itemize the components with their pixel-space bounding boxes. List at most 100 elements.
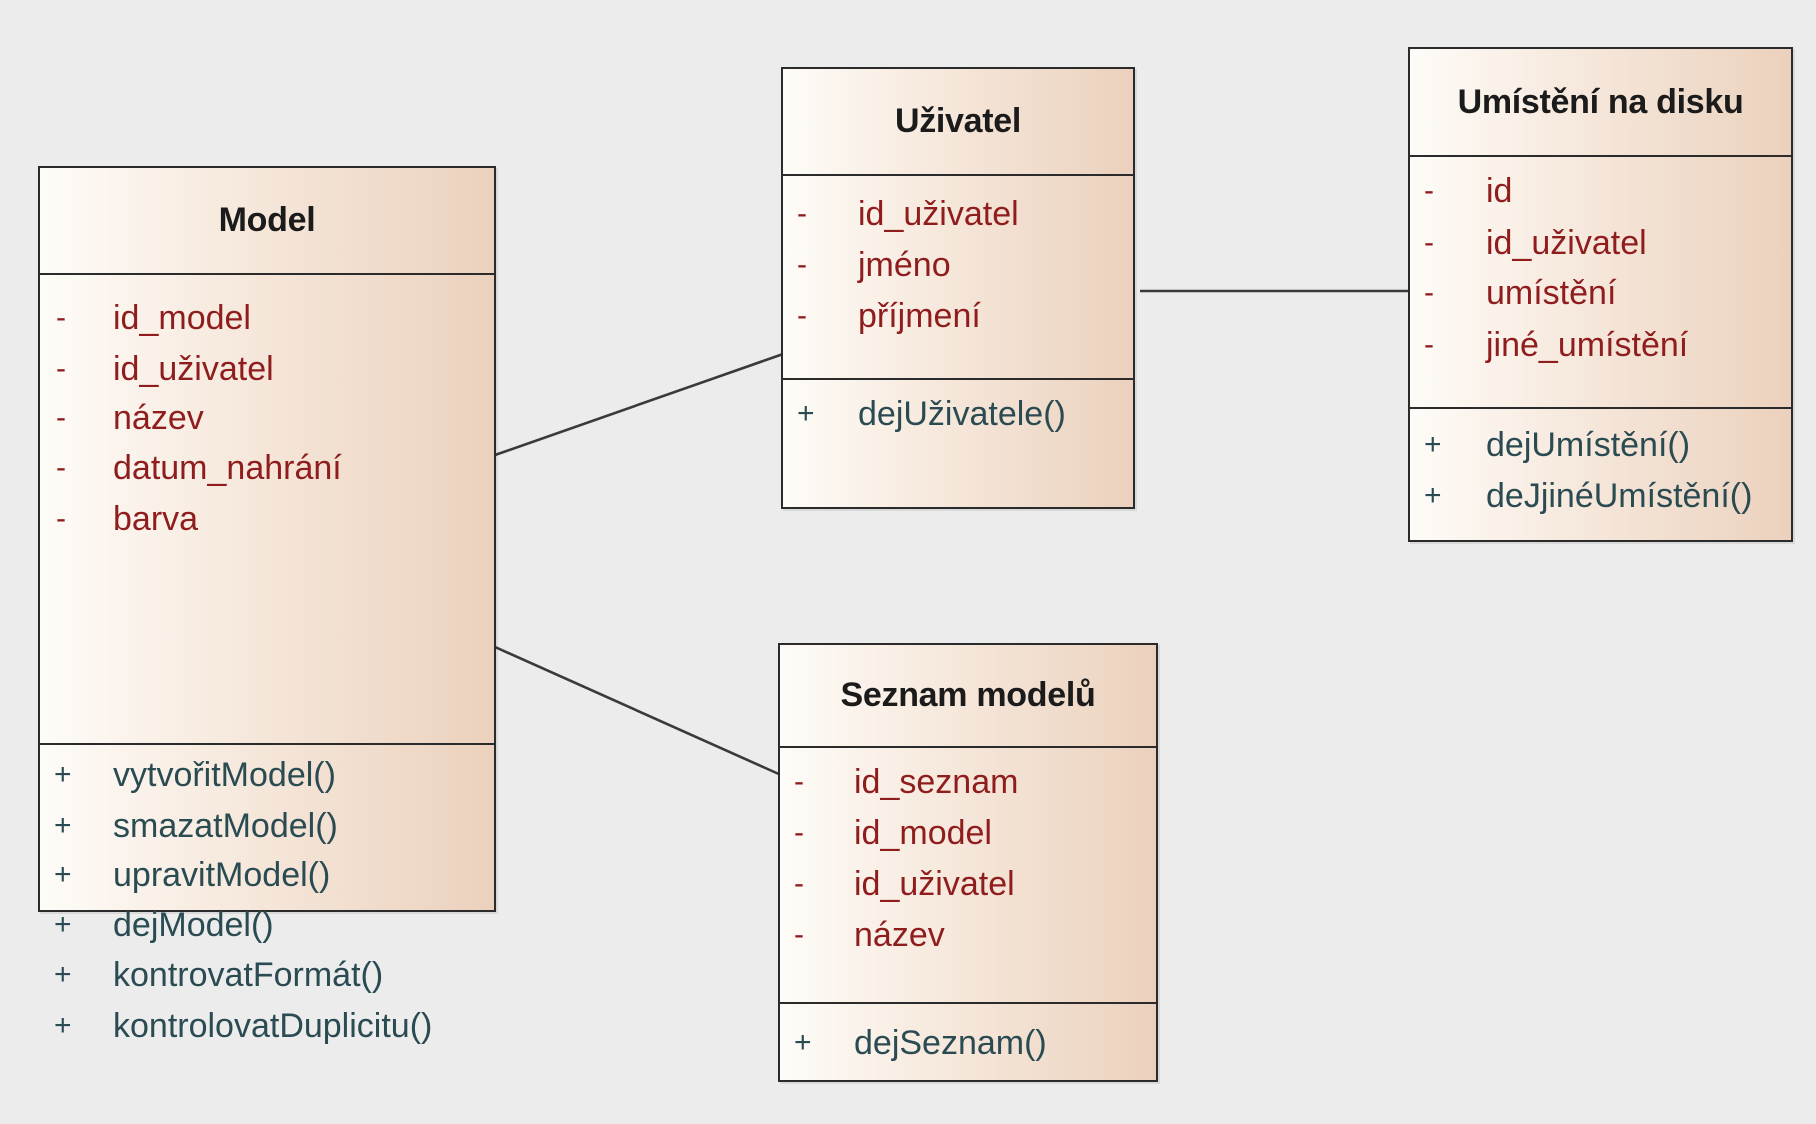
class-umisteni-na-disku[interactable]: Umístění na disku - id - id_uživatel - u… [1408,47,1793,542]
attribute-umisteni: - umístění [1410,269,1791,317]
visibility-private: - [797,248,807,281]
attribute-name: id_seznam [854,763,1019,801]
operation-name: dejModel() [113,906,274,944]
attribute-name: datum_nahrání [113,449,342,487]
operation-upravit-model: + upravitModel() [40,851,494,899]
visibility-public: + [1424,479,1442,512]
visibility-private: - [794,867,804,900]
visibility-public: + [794,1026,812,1059]
class-uzivatel[interactable]: Uživatel - id_uživatel - jméno - příjmen… [781,67,1135,509]
attribute-name: id_uživatel [854,865,1015,903]
attribute-nazev: - název [780,911,1156,959]
visibility-public: + [54,858,72,891]
association-model-seznam [494,645,782,777]
attribute-name: jméno [858,246,951,284]
attribute-nazev: - název [40,394,494,442]
visibility-private: - [1424,226,1434,259]
class-umisteni-header: Umístění na disku [1410,49,1791,157]
attribute-name: id_uživatel [113,350,274,388]
visibility-private: - [794,816,804,849]
operation-vytvorit-model: + vytvořitModel() [40,751,494,799]
visibility-public: + [54,758,72,791]
attribute-id: - id [1410,167,1791,215]
class-umisteni-operations: + dejUmístění() + deJjinéUmístění() [1410,409,1791,540]
visibility-private: - [56,352,66,385]
visibility-private: - [56,401,66,434]
class-umisteni-title: Umístění na disku [1457,82,1744,121]
attribute-id-uzivatel: - id_uživatel [1410,219,1791,267]
attribute-id-uzivatel: - id_uživatel [780,860,1156,908]
class-uzivatel-operations: + dejUživatele() [783,380,1133,507]
visibility-private: - [56,301,66,334]
attribute-barva: - barva [40,495,494,543]
class-uzivatel-title: Uživatel [894,102,1022,140]
association-model-uzivatel [494,351,787,457]
attribute-id-seznam: - id_seznam [780,758,1156,806]
visibility-private: - [1424,276,1434,309]
attribute-name: umístění [1486,274,1617,312]
operation-kontrovat-format: + kontrovatFormát() [40,951,494,999]
visibility-private: - [797,197,807,230]
attribute-jine-umisteni: - jiné_umístění [1410,321,1791,369]
attribute-name: id_uživatel [858,195,1019,233]
attribute-id-uzivatel: - id_uživatel [783,190,1133,238]
operation-name: upravitModel() [113,856,331,894]
visibility-private: - [794,765,804,798]
attribute-name: název [854,916,945,954]
class-seznam-header: Seznam modelů [780,645,1156,748]
visibility-private: - [794,918,804,951]
attribute-name: název [113,399,204,437]
class-model[interactable]: Model - id_model - id_uživatel - název -… [38,166,496,1045]
class-model-header: Model [40,168,494,275]
attribute-name: id_uživatel [1486,224,1647,262]
attribute-name: id [1486,172,1513,210]
operation-dej-uzivatele: + dejUživatele() [783,390,1133,438]
class-seznam-attributes: - id_seznam - id_model - id_uživatel - n… [780,748,1156,1004]
attribute-name: barva [113,500,199,538]
visibility-private: - [56,451,66,484]
operation-name: smazatModel() [113,807,338,845]
attribute-name: id_model [113,299,251,337]
visibility-public: + [54,809,72,842]
operation-name: kontrolovatDuplicitu() [113,1007,433,1045]
attribute-id-model: - id_model [780,809,1156,857]
visibility-public: + [54,908,72,941]
attribute-id-uzivatel: - id_uživatel [40,345,494,393]
visibility-public: + [54,958,72,991]
attribute-jmeno: - jméno [783,241,1133,289]
operation-name: dejUživatele() [858,395,1066,433]
attribute-name: id_model [854,814,992,852]
operation-dej-jine-umisteni: + deJjinéUmístění() [1410,472,1791,520]
operation-dej-seznam: + dejSeznam() [780,1019,1156,1067]
class-umisteni-attributes: - id - id_uživatel - umístění - jiné_umí… [1410,157,1791,409]
visibility-public: + [54,1009,72,1042]
visibility-private: - [1424,328,1434,361]
class-model-operations: + vytvořitModel() + smazatModel() + upra… [40,745,494,1045]
attribute-id-model: - id_model [40,294,494,342]
class-model-title: Model [218,201,316,239]
visibility-private: - [797,299,807,332]
operation-name: dejSeznam() [854,1024,1047,1062]
class-seznam-title: Seznam modelů [840,676,1096,714]
class-model-attributes: - id_model - id_uživatel - název - datum… [40,275,494,745]
operation-name: kontrovatFormát() [113,956,384,994]
operation-name: dejUmístění() [1486,426,1691,464]
operation-smazat-model: + smazatModel() [40,802,494,850]
class-uzivatel-attributes: - id_uživatel - jméno - příjmení [783,176,1133,380]
visibility-public: + [1424,428,1442,461]
attribute-name: příjmení [858,297,981,335]
visibility-private: - [56,502,66,535]
class-seznam-modelu[interactable]: Seznam modelů - id_seznam - id_model - i… [778,643,1158,1082]
class-uzivatel-header: Uživatel [783,69,1133,176]
operation-name: vytvořitModel() [113,756,336,794]
visibility-private: - [1424,174,1434,207]
operation-kontrolovat-duplicitu: + kontrolovatDuplicitu() [40,1002,494,1050]
class-seznam-operations: + dejSeznam() [780,1004,1156,1080]
attribute-name: jiné_umístění [1486,326,1689,364]
operation-dej-umisteni: + dejUmístění() [1410,421,1791,469]
operation-name: deJjinéUmístění() [1486,477,1753,515]
operation-dej-model: + dejModel() [40,901,494,949]
visibility-public: + [797,397,815,430]
